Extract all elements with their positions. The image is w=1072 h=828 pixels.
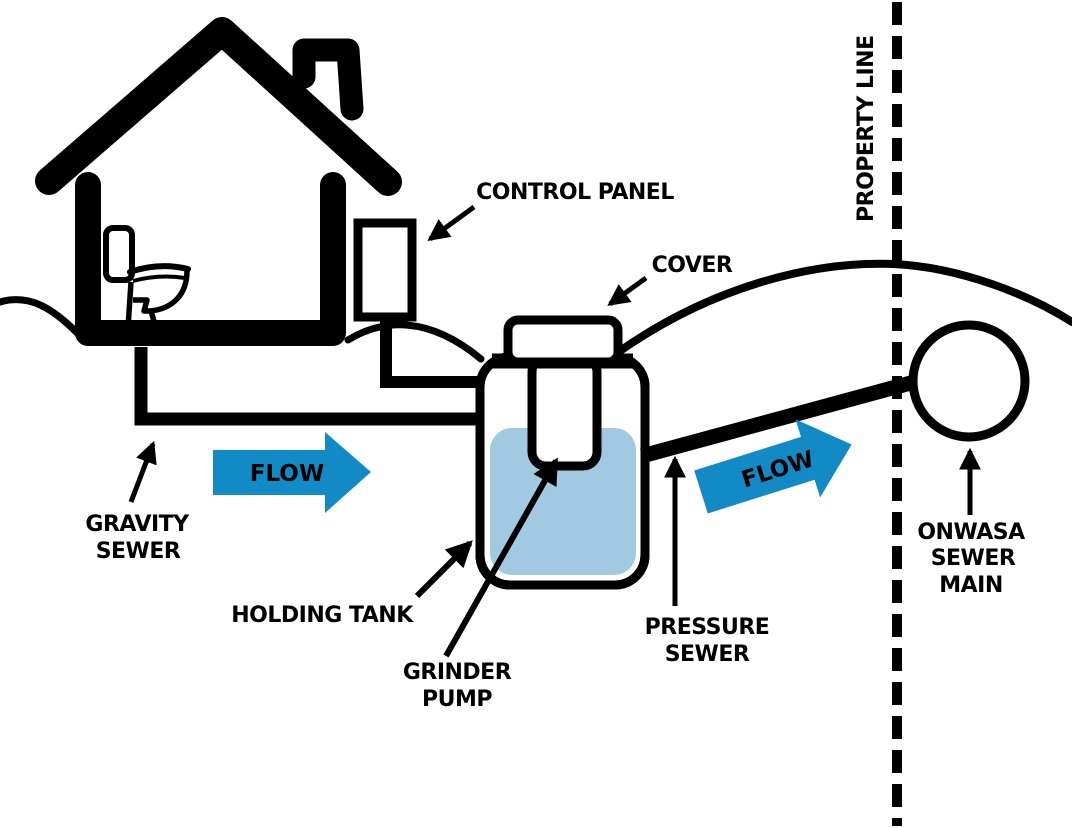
label-gravity-sewer-1: GRAVITY [85,512,190,537]
tank-water [490,428,636,575]
grinder-pump-pointer [443,457,559,658]
holding-tank [475,315,650,590]
cover-pointer [607,275,648,307]
house [35,17,402,346]
label-onwasa-3: MAIN [939,573,1003,598]
control-panel-pointer [427,204,476,242]
ground-line-right [616,259,1072,355]
ground-line-middle [344,321,485,363]
label-property-line: PROPERTY LINE [854,35,879,222]
holding-tank-pointer [414,540,473,599]
chimney [292,38,364,121]
label-onwasa-2: SEWER [931,546,1016,571]
toilet-icon [103,225,191,331]
label-pressure-sewer-2: SEWER [665,642,750,667]
label-onwasa-1: ONWASA [917,520,1025,545]
house-walls [75,172,346,346]
label-grinder-pump-1: GRINDER [403,660,512,685]
tank-cover [503,315,623,367]
label-pressure-sewer-1: PRESSURE [645,615,770,640]
label-holding-tank: HOLDING TANK [231,603,414,628]
control-panel-conduit [380,315,483,388]
label-control-panel: CONTROL PANEL [476,180,674,205]
gravity-sewer-pointer [128,440,157,503]
grinder-pump-unit [527,353,602,471]
ground-line-left [0,296,86,342]
sewer-main-circle [908,320,1030,442]
label-grinder-pump-2: PUMP [422,687,492,712]
label-cover: COVER [652,253,733,278]
control-panel-box [353,218,417,322]
gravity-sewer-pipe [134,347,483,426]
flow-label-left: FLOW [250,461,324,487]
pressure-sewer-pipe [640,373,920,464]
label-gravity-sewer-2: SEWER [96,539,181,564]
flow-arrow-left: FLOW [213,432,371,513]
house-roof [35,17,402,196]
